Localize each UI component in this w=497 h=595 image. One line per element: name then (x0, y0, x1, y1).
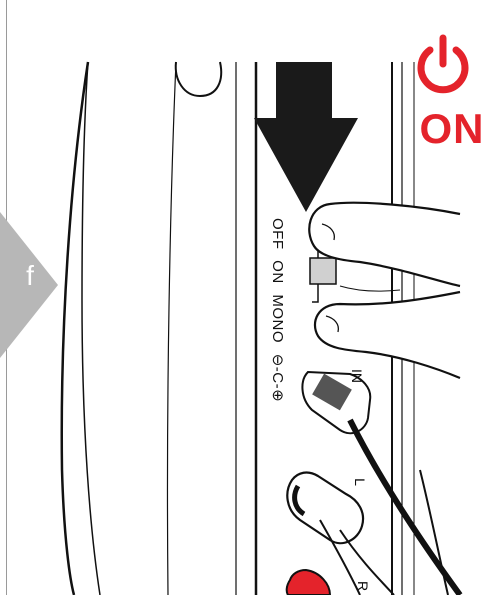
down-arrow (254, 62, 358, 212)
switch-label-mono: MONO (269, 294, 286, 343)
switch-position-labels: OFF ON MONO ⊖-C-⊕ (269, 218, 287, 408)
jack-label-right: R (355, 581, 371, 591)
power-icon (414, 34, 472, 100)
rca-plug-right (287, 570, 330, 595)
switch-label-on: ON (269, 260, 286, 284)
on-label: ON (410, 108, 494, 150)
power-switch-slider (310, 258, 336, 284)
switch-label-off: OFF (269, 218, 286, 250)
dc-polarity-icon: ⊖-C-⊕ (269, 354, 286, 402)
jack-label-left: L (352, 478, 368, 486)
jack-label-in: IN (349, 369, 365, 383)
device-body-curve (82, 62, 100, 595)
